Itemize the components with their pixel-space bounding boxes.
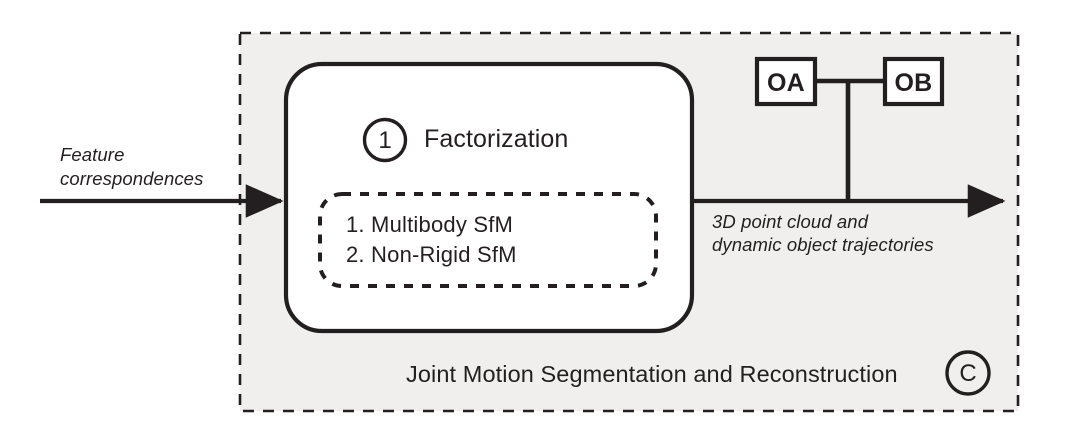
method-item-1: 1. Multibody SfM <box>346 212 514 237</box>
stage-badge-circle <box>362 117 408 163</box>
node-label-ob: OB <box>894 69 933 97</box>
stage-badge-label: 1 <box>378 127 392 154</box>
factorization-title: Factorization <box>424 125 569 153</box>
input-label-line1: Feature <box>60 144 125 165</box>
node-label-oa: OA <box>766 69 806 97</box>
method-item-2: 2. Non-Rigid SfM <box>346 242 517 267</box>
output-label-line2: dynamic object trajectories <box>712 234 934 255</box>
input-label-line2: correspondences <box>60 168 204 189</box>
methods-box <box>318 192 658 288</box>
node-box-oa <box>754 56 818 107</box>
container-label: Joint Motion Segmentation and Reconstruc… <box>406 361 898 387</box>
output-label-line1: 3D point cloud and <box>712 211 869 232</box>
container-badge-circle <box>945 350 991 396</box>
container-badge-label: C <box>959 360 977 387</box>
node-box-ob <box>882 56 945 107</box>
